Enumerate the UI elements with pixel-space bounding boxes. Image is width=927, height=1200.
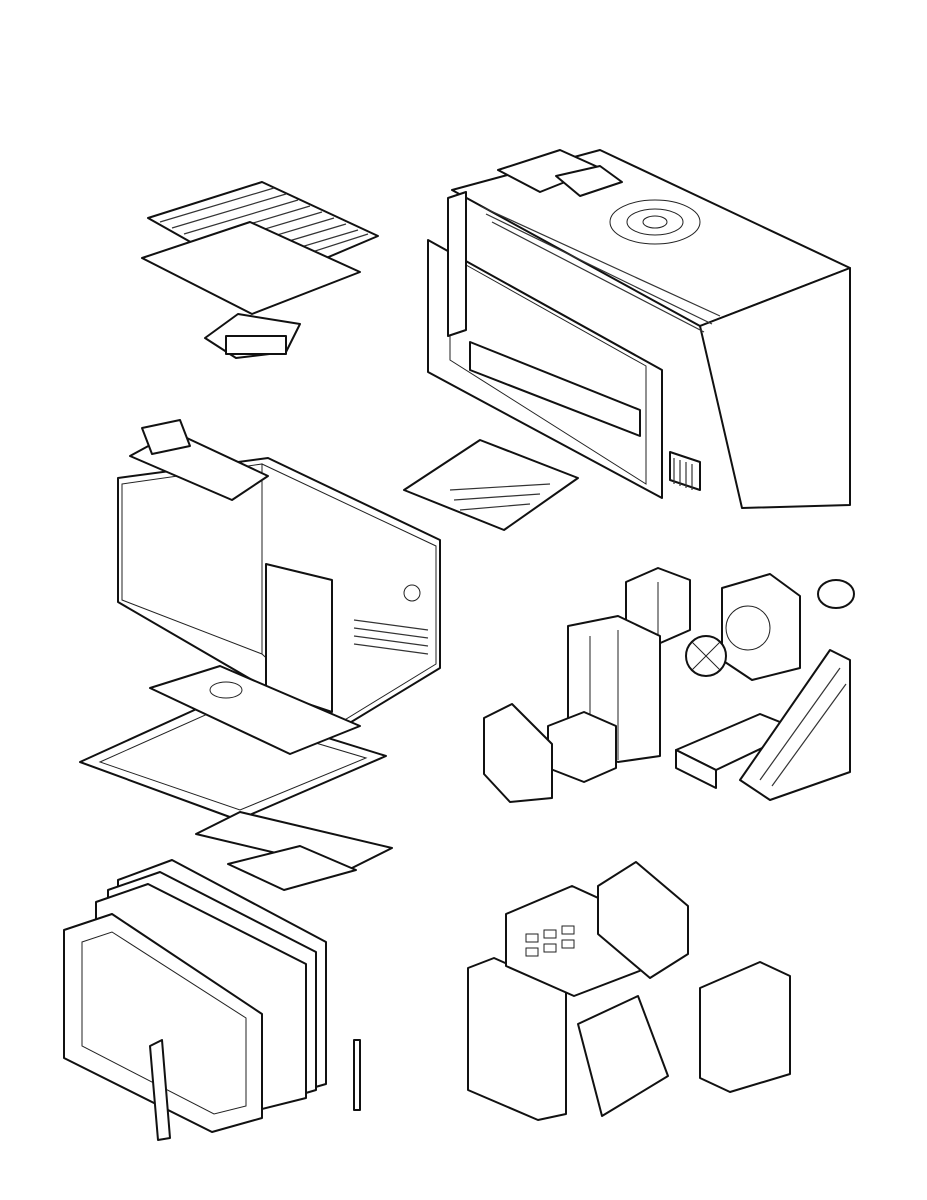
fan-blade bbox=[685, 635, 727, 677]
display-board bbox=[577, 861, 689, 1117]
outer-cabinet bbox=[451, 149, 851, 509]
air-duct bbox=[483, 703, 553, 803]
front-frame bbox=[427, 239, 663, 499]
bottom-tray bbox=[79, 701, 387, 821]
fan-motor-bracket bbox=[721, 573, 801, 681]
control-panel-frame bbox=[467, 957, 567, 1121]
side-brace bbox=[739, 649, 851, 801]
oven-cavity bbox=[117, 457, 441, 731]
base-pan bbox=[195, 811, 393, 891]
top-bracket-assembly bbox=[129, 419, 269, 501]
door-outer-frame bbox=[63, 913, 263, 1133]
magnetron bbox=[547, 711, 617, 783]
motor bbox=[817, 579, 855, 609]
bottom-plate bbox=[149, 665, 361, 755]
pcb-assembly bbox=[699, 961, 791, 1093]
side-panel bbox=[447, 191, 467, 337]
door-handle bbox=[149, 1039, 171, 1141]
base-channel bbox=[675, 713, 801, 789]
waveguide-cover bbox=[403, 439, 579, 531]
bottom-rail bbox=[669, 451, 701, 491]
turntable-support bbox=[204, 313, 301, 359]
door-latch bbox=[353, 1039, 361, 1111]
glass-tray-plate bbox=[141, 221, 361, 315]
